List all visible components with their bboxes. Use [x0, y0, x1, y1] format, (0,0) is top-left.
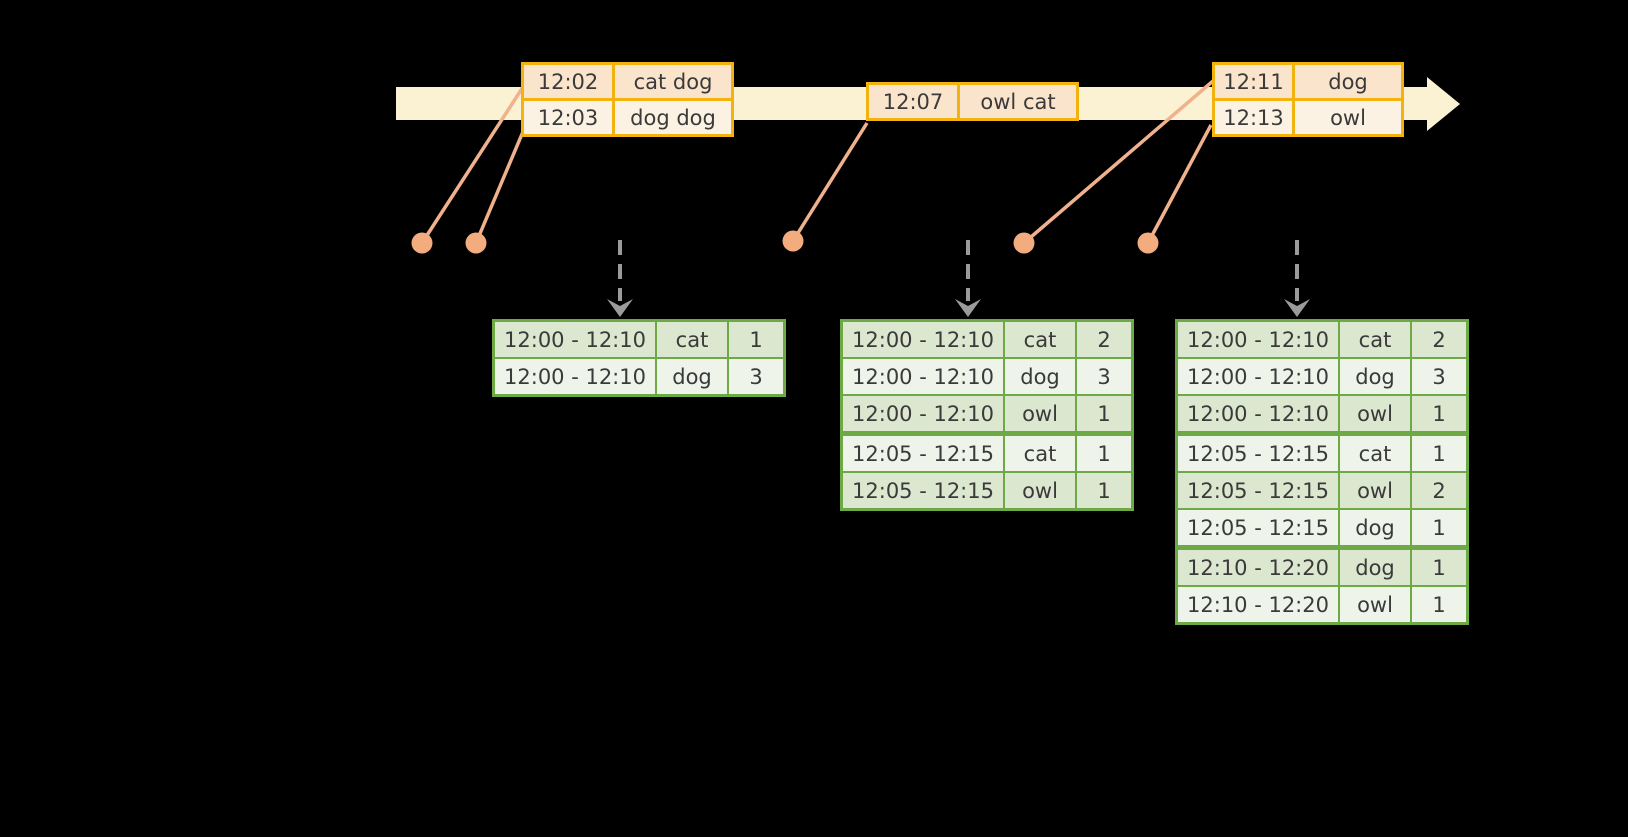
count-cell: 1: [1410, 545, 1469, 587]
word-cell: owl: [1338, 471, 1412, 510]
timeline-arrowhead-icon: [1427, 77, 1460, 131]
words-cell: owl cat: [957, 82, 1079, 121]
count-cell: 2: [1075, 319, 1134, 359]
trigger-arrow: [607, 240, 633, 317]
event-connector-line: [420, 86, 525, 244]
word-cell: dog: [655, 357, 729, 397]
window-cell: 12:00 - 12:10: [1175, 319, 1340, 359]
window-cell: 12:00 - 12:10: [492, 319, 657, 359]
count-cell: 1: [1075, 394, 1134, 435]
count-cell: 2: [1410, 471, 1469, 510]
word-cell: owl: [1003, 394, 1077, 435]
event-dot: [465, 232, 487, 254]
time-cell: 12:02: [521, 62, 615, 101]
words-cell: owl: [1292, 98, 1404, 137]
window-cell: 12:05 - 12:15: [1175, 508, 1340, 549]
trigger-arrow: [1284, 240, 1310, 317]
count-cell: 1: [1410, 394, 1469, 435]
trigger-arrow: [955, 240, 981, 317]
count-cell: 2: [1410, 319, 1469, 359]
event-connector-line: [791, 122, 869, 242]
words-cell: dog dog: [612, 98, 734, 137]
window-cell: 12:10 - 12:20: [1175, 585, 1340, 625]
word-cell: owl: [1338, 585, 1412, 625]
word-cell: cat: [1338, 431, 1412, 473]
window-cell: 12:00 - 12:10: [1175, 394, 1340, 435]
count-cell: 1: [1410, 431, 1469, 473]
count-cell: 1: [1410, 508, 1469, 549]
word-cell: dog: [1003, 357, 1077, 396]
time-cell: 12:13: [1212, 98, 1295, 137]
word-cell: cat: [1003, 431, 1077, 473]
count-cell: 3: [727, 357, 786, 397]
count-cell: 1: [1075, 471, 1134, 511]
word-cell: cat: [1338, 319, 1412, 359]
event-dot: [411, 232, 433, 254]
event-connector-line: [474, 126, 527, 244]
count-cell: 3: [1075, 357, 1134, 396]
word-cell: dog: [1338, 508, 1412, 549]
word-cell: cat: [655, 319, 729, 359]
event-dot: [1137, 232, 1159, 254]
event-connector-line: [1146, 124, 1213, 244]
word-cell: owl: [1338, 394, 1412, 435]
event-connector-line: [1022, 79, 1215, 245]
words-cell: cat dog: [612, 62, 734, 101]
words-cell: dog: [1292, 62, 1404, 101]
count-cell: 1: [1410, 585, 1469, 625]
window-cell: 12:00 - 12:10: [840, 357, 1005, 396]
word-cell: dog: [1338, 357, 1412, 396]
window-cell: 12:10 - 12:20: [1175, 545, 1340, 587]
window-cell: 12:05 - 12:15: [1175, 471, 1340, 510]
event-dot: [1013, 232, 1035, 254]
word-cell: dog: [1338, 545, 1412, 587]
window-cell: 12:00 - 12:10: [1175, 357, 1340, 396]
window-cell: 12:00 - 12:10: [492, 357, 657, 397]
window-cell: 12:05 - 12:15: [1175, 431, 1340, 473]
word-cell: cat: [1003, 319, 1077, 359]
event-dot: [782, 230, 804, 252]
window-cell: 12:05 - 12:15: [840, 471, 1005, 511]
count-cell: 3: [1410, 357, 1469, 396]
count-cell: 1: [727, 319, 786, 359]
time-cell: 12:07: [866, 82, 960, 121]
count-cell: 1: [1075, 431, 1134, 473]
window-cell: 12:00 - 12:10: [840, 319, 1005, 359]
window-cell: 12:00 - 12:10: [840, 394, 1005, 435]
window-cell: 12:05 - 12:15: [840, 431, 1005, 473]
time-cell: 12:03: [521, 98, 615, 137]
time-cell: 12:11: [1212, 62, 1295, 101]
word-cell: owl: [1003, 471, 1077, 511]
